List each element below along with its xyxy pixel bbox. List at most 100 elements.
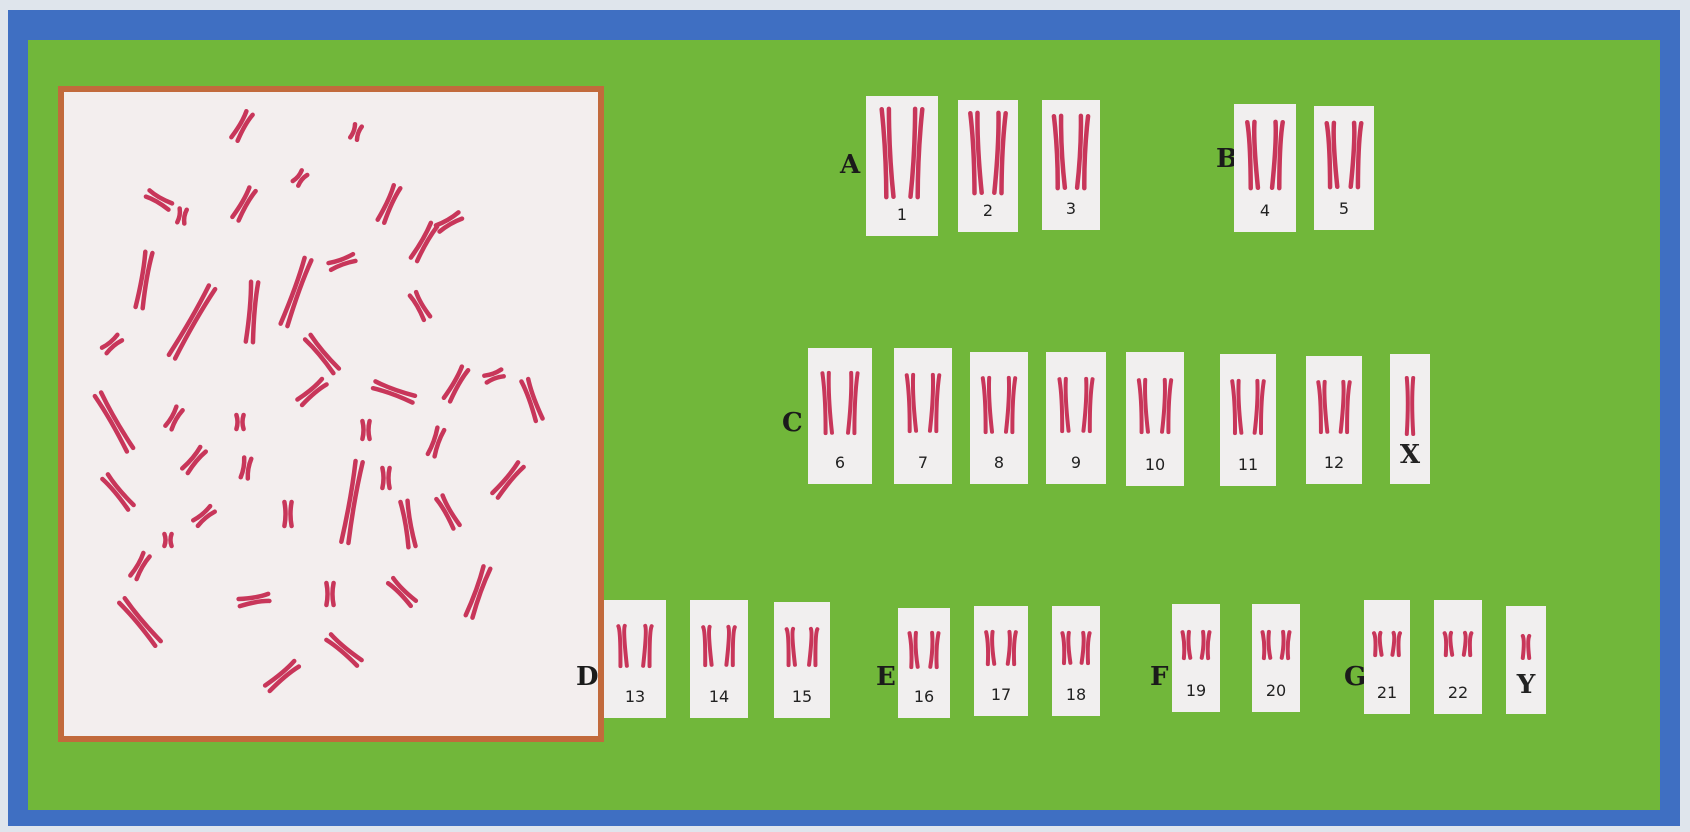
- chromosome-shape: [193, 506, 214, 526]
- chromosome-shape: [1006, 378, 1015, 432]
- chromosome-card-9: 9: [1046, 352, 1106, 484]
- chromosome-pair-drawing: [1314, 106, 1374, 230]
- chromosome-shape: [241, 458, 252, 479]
- chromosome-shape: [484, 370, 503, 383]
- chromosome-shape: [1272, 122, 1283, 188]
- chromosome-shape: [1059, 379, 1068, 431]
- chromosome-shape: [1523, 636, 1529, 658]
- chromosome-shape: [970, 113, 981, 193]
- chromosome-shape: [281, 258, 312, 326]
- group-label-f: F: [1150, 662, 1168, 692]
- chromosome-pair-drawing: [894, 348, 952, 484]
- chromosome-shape: [246, 282, 258, 342]
- chromosome-shape: [373, 381, 415, 402]
- chromosome-shape: [182, 447, 206, 473]
- chromosome-shape: [911, 109, 923, 197]
- chromosome-pair-drawing: [1506, 606, 1546, 714]
- group-label-g: G: [1344, 662, 1366, 692]
- chromosome-pair-drawing: [1234, 104, 1296, 232]
- chromosome-pair-drawing: [1172, 604, 1220, 712]
- figure-frame: A B C D E F G 1 2 3 4 5 6 7 8 9 10 11 12…: [8, 10, 1680, 826]
- chromosome-shape: [1062, 633, 1070, 663]
- chromosome-shape: [293, 170, 308, 185]
- chromosome-shape: [907, 375, 916, 431]
- chromosome-shape: [284, 502, 291, 526]
- chromosome-card-x: X: [1390, 354, 1430, 484]
- chromosome-shape: [164, 534, 171, 546]
- chromosome-card-11: 11: [1220, 354, 1276, 486]
- chromosome-shape: [102, 474, 133, 509]
- chromosome-shape: [1183, 632, 1191, 658]
- chromosome-shape: [1008, 632, 1016, 664]
- chromosome-shape: [329, 254, 356, 270]
- group-label-c: C: [782, 408, 803, 438]
- chromosome-shape: [1327, 123, 1338, 187]
- chromosome-shape: [1162, 380, 1171, 432]
- chromosome-shape: [703, 627, 711, 665]
- chromosome-shape: [1392, 633, 1400, 655]
- chromosome-shape: [930, 633, 938, 667]
- chromosome-shape: [236, 415, 243, 429]
- chromosome-card-16: 16: [898, 608, 950, 718]
- chromosome-card-19: 19: [1172, 604, 1220, 712]
- chromosome-pair-drawing: [1434, 600, 1482, 714]
- chromosome-pair-drawing: [690, 600, 748, 718]
- chromosome-shape: [787, 629, 795, 665]
- chromosome-card-18: 18: [1052, 606, 1100, 716]
- chromosome-pair-drawing: [866, 96, 938, 236]
- chromosome-shape: [994, 113, 1005, 193]
- chromosome-shape: [726, 627, 734, 665]
- group-label-e: E: [876, 662, 896, 692]
- chromosome-shape: [411, 223, 437, 261]
- chromosome-card-3: 3: [1042, 100, 1100, 230]
- chromosome-card-5: 5: [1314, 106, 1374, 230]
- chromosome-shape: [882, 109, 894, 197]
- chromosome-pair-drawing: [1042, 100, 1100, 230]
- chromosome-shape: [410, 292, 430, 320]
- chromosome-card-4: 4: [1234, 104, 1296, 232]
- chromosome-shape: [492, 462, 523, 497]
- chromosome-shape: [326, 634, 361, 665]
- chromosome-shape: [130, 553, 149, 579]
- chromosome-shape: [378, 185, 401, 222]
- chromosome-card-2: 2: [958, 100, 1018, 232]
- chromosome-card-14: 14: [690, 600, 748, 718]
- chromosome-shape: [983, 378, 992, 432]
- chromosome-shape: [1445, 633, 1453, 655]
- chromosome-shape: [341, 461, 362, 543]
- chromosome-shape: [930, 375, 939, 431]
- chromosome-card-y: Y: [1506, 606, 1546, 714]
- chromosome-shape: [809, 629, 817, 665]
- metaphase-spread: [58, 86, 604, 742]
- chromosome-pair-drawing: [774, 602, 830, 718]
- chromosome-pair-drawing: [1252, 604, 1300, 712]
- chromosome-shape: [1083, 379, 1092, 431]
- chromosome-shape: [1351, 123, 1362, 187]
- chromosome-shape: [95, 392, 133, 451]
- chromosome-shape: [1077, 116, 1088, 188]
- chromosome-shape: [239, 594, 270, 606]
- chromosome-pair-drawing: [1390, 354, 1430, 484]
- chromosome-shape: [1247, 122, 1258, 188]
- chromosome-pair-drawing: [808, 348, 872, 484]
- chromosome-pair-drawing: [1052, 606, 1100, 716]
- chromosome-shape: [1464, 633, 1472, 655]
- chromosome-shape: [231, 111, 252, 141]
- chromosome-shape: [146, 190, 172, 209]
- chromosome-pair-drawing: [1364, 600, 1410, 714]
- chromosome-pair-drawing: [604, 600, 666, 718]
- chromosome-shape: [436, 495, 459, 528]
- chromosome-shape: [1374, 633, 1382, 655]
- chromosome-pair-drawing: [1126, 352, 1184, 486]
- karyotype-panel: A B C D E F G 1 2 3 4 5 6 7 8 9 10 11 12…: [28, 40, 1660, 810]
- chromosome-shape: [1407, 378, 1413, 434]
- chromosome-shape: [1282, 632, 1290, 658]
- chromosome-shape: [643, 626, 651, 666]
- chromosome-card-12: 12: [1306, 356, 1362, 484]
- chromosome-shape: [1318, 382, 1327, 432]
- chromosome-shape: [1263, 632, 1271, 658]
- chromosome-shape: [232, 187, 255, 220]
- chromosome-shape: [436, 212, 462, 231]
- chromosome-shape: [400, 501, 415, 548]
- chromosome-shape: [1202, 632, 1210, 658]
